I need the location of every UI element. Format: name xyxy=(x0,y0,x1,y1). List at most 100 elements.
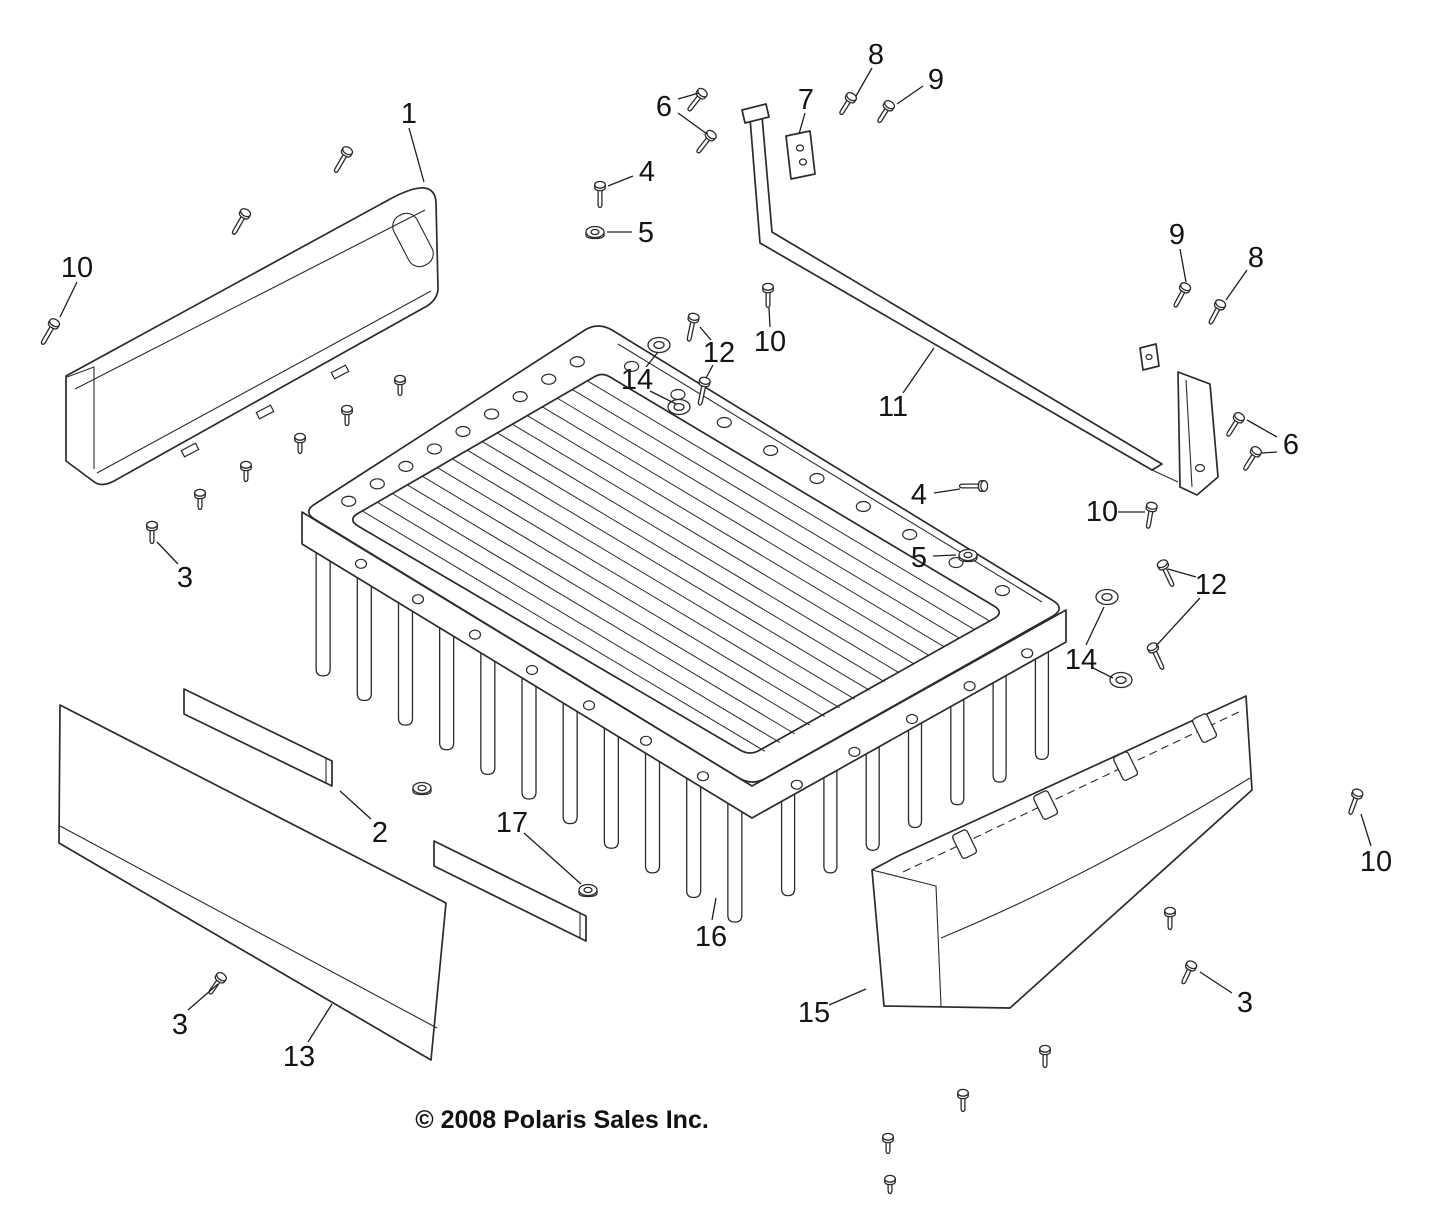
screw-icon xyxy=(1156,559,1175,587)
screw-icon xyxy=(1181,960,1198,985)
bed-rib-post xyxy=(1034,648,1050,760)
part-callout-3: 3 xyxy=(172,1009,188,1041)
rail-end-bracket xyxy=(1177,371,1219,496)
panel-clip xyxy=(952,829,978,859)
callout-leader xyxy=(1199,971,1233,994)
callout-leader xyxy=(1155,597,1201,647)
callout-leader xyxy=(677,92,700,100)
side-panel-part-13 xyxy=(58,704,447,1061)
panel-handle-cutout xyxy=(392,212,434,268)
callout-leader xyxy=(855,67,873,97)
callout-leader xyxy=(307,1003,333,1043)
part-callout-12: 12 xyxy=(703,337,735,369)
callout-leader xyxy=(1085,606,1105,646)
bolt-hole xyxy=(763,444,779,457)
screw-icon xyxy=(146,520,158,545)
callout-leader xyxy=(1261,451,1278,454)
part-callout-16: 16 xyxy=(695,921,727,953)
part-callout-9: 9 xyxy=(1169,219,1185,251)
panel-clip xyxy=(1033,790,1059,820)
bolt-hole xyxy=(354,558,368,569)
bed-rib-post xyxy=(865,739,880,851)
screw-icon xyxy=(1208,299,1227,325)
bolt-hole xyxy=(512,391,528,403)
floor-slat-line xyxy=(556,397,960,639)
screw-icon xyxy=(1145,501,1158,529)
part-callout-5: 5 xyxy=(911,542,927,574)
floor-slat-line xyxy=(407,484,811,726)
bolt-hole xyxy=(541,373,557,385)
callout-leader xyxy=(768,307,771,328)
rail-strip-part-2 xyxy=(183,688,333,787)
part-callout-3: 3 xyxy=(1237,987,1253,1019)
part-callout-6: 6 xyxy=(656,91,672,123)
callout-leader xyxy=(59,281,78,318)
rail-top-foot xyxy=(741,103,770,124)
screw-icon xyxy=(696,129,717,154)
part-callout-14: 14 xyxy=(1065,644,1097,676)
screw-icon xyxy=(240,460,252,483)
panel-clip xyxy=(1192,713,1218,743)
bolt-hole xyxy=(582,700,596,711)
screw-icon xyxy=(333,146,354,173)
callout-leader xyxy=(523,832,582,885)
callout-leader xyxy=(1360,813,1372,847)
bed-rib-post xyxy=(521,668,537,800)
washer-icon xyxy=(647,336,671,354)
bolt-hole xyxy=(455,425,471,438)
floor-slat-line xyxy=(437,467,840,709)
bed-rib-post xyxy=(780,785,796,897)
screw-icon xyxy=(231,208,252,235)
bolt-hole xyxy=(716,416,732,429)
bolt-hole xyxy=(411,594,425,605)
part-callout-9: 9 xyxy=(928,64,944,96)
screw-icon xyxy=(1226,412,1246,437)
fasteners-layer xyxy=(40,87,1364,1195)
mount-bracket-part-7 xyxy=(785,130,816,180)
bolt-hole xyxy=(994,584,1011,597)
bed-rib-post xyxy=(644,742,661,874)
floor-slat-line xyxy=(422,476,825,717)
part-callout-4: 4 xyxy=(911,479,927,511)
bolt-hole xyxy=(1021,648,1034,659)
part-callout-15: 15 xyxy=(798,997,830,1029)
bolt-hole xyxy=(398,460,414,472)
washer-icon xyxy=(1095,588,1119,606)
callout-leader xyxy=(607,175,634,187)
callout-leader xyxy=(798,112,806,135)
rail-strip-part-2b xyxy=(433,840,587,942)
screw-icon xyxy=(194,488,206,511)
callout-leader xyxy=(699,326,712,341)
support-rail-part-11 xyxy=(741,103,1219,496)
screw-icon xyxy=(40,318,61,345)
screw-icon xyxy=(958,480,989,492)
bolt-hole xyxy=(569,356,585,368)
bolt-hole xyxy=(902,528,918,541)
bolt-hole xyxy=(623,360,640,373)
bolt-hole xyxy=(670,388,686,401)
floor-slat-line xyxy=(482,441,885,683)
washer-icon xyxy=(1109,671,1133,689)
bed-rib-post xyxy=(992,671,1007,783)
floor-slat-line xyxy=(586,380,990,622)
bed-rib-post xyxy=(686,766,702,899)
nut-icon xyxy=(578,883,598,898)
front-box-panel-part-1 xyxy=(65,187,439,486)
callout-leader xyxy=(705,364,714,379)
floor-slat-line xyxy=(571,388,975,630)
callout-leader xyxy=(933,488,961,494)
part-callout-11: 11 xyxy=(878,391,908,423)
screw-icon xyxy=(1039,1044,1051,1069)
cargo-bed-part-16 xyxy=(301,325,1067,819)
part-callout-1: 1 xyxy=(401,98,417,130)
bolt-hole xyxy=(639,735,653,746)
bed-floor xyxy=(351,373,1001,754)
callout-leader xyxy=(1167,568,1197,578)
callout-leader xyxy=(339,790,372,820)
screw-icon xyxy=(594,180,606,209)
bolt-hole xyxy=(696,771,710,782)
screw-icon xyxy=(839,92,858,116)
bed-rib-post xyxy=(562,692,578,825)
